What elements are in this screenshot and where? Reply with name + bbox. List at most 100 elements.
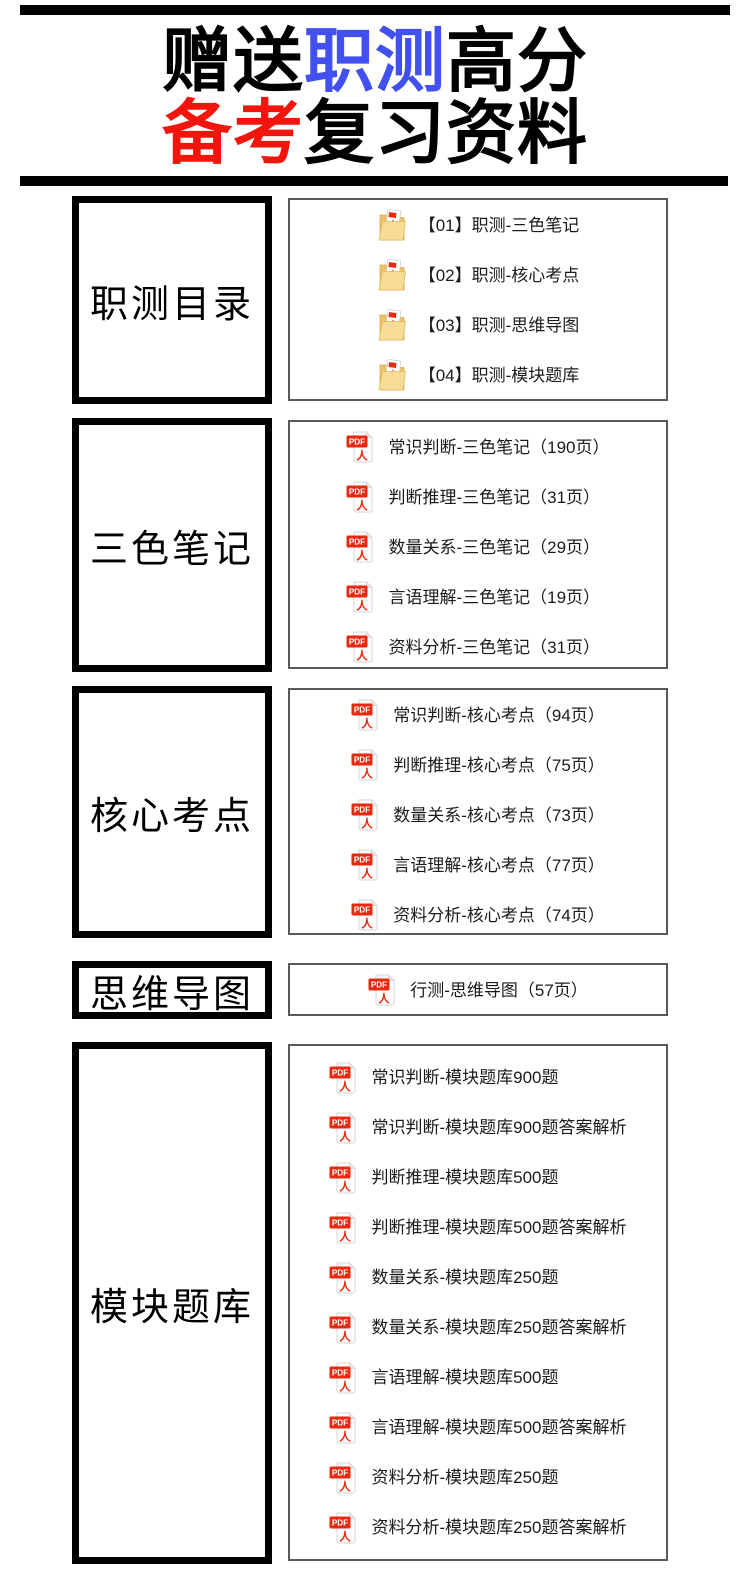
file-name: 言语理解-模块题库500题: [371, 1368, 559, 1387]
svg-text:PDF: PDF: [332, 1218, 348, 1227]
svg-text:PDF: PDF: [332, 1118, 348, 1127]
file-item: PDF 人 常识判断-三色笔记（190页）: [346, 422, 610, 472]
folder-pdf-icon: 人: [377, 207, 407, 243]
title-line-1: 赠送职测高分: [0, 25, 750, 97]
pdf-file-icon: PDF 人: [351, 847, 381, 883]
file-name: 判断推理-核心考点（75页）: [393, 755, 605, 775]
section-label-box-mokuai-tiku: 模块题库: [72, 1042, 272, 1564]
section-label-box-siwei-daotu: 思维导图: [72, 961, 272, 1019]
svg-text:PDF: PDF: [349, 538, 365, 547]
title-divider-bar: [20, 176, 728, 186]
svg-text:PDF: PDF: [332, 1368, 348, 1377]
svg-text:人: 人: [340, 1179, 352, 1193]
section-label-box-sanse-biji: 三色笔记: [72, 418, 272, 672]
file-item: 人【03】职测-思维导图: [377, 300, 580, 350]
section-label: 三色笔记: [89, 528, 254, 571]
section-label: 职测目录: [89, 283, 254, 326]
file-name: 常识判断-模块题库900题: [371, 1068, 559, 1087]
pdf-file-icon: PDF 人: [329, 1360, 359, 1396]
file-name: 言语理解-核心考点（77页）: [393, 855, 605, 875]
file-name: 资料分析-模块题库250题: [371, 1468, 559, 1487]
pdf-file-icon: PDF 人: [329, 1210, 359, 1246]
pdf-file-icon: PDF 人: [351, 747, 381, 783]
svg-text:PDF: PDF: [354, 756, 370, 765]
file-name: 【01】职测-三色笔记: [418, 215, 580, 235]
file-name: 资料分析-模块题库250题答案解析: [371, 1518, 627, 1537]
svg-text:人: 人: [340, 1529, 352, 1543]
section-label-box-hexin-kaodian: 核心考点: [72, 686, 272, 938]
svg-text:人: 人: [357, 599, 369, 613]
svg-text:PDF: PDF: [332, 1318, 348, 1327]
file-name: 常识判断-三色笔记（190页）: [388, 437, 610, 457]
svg-text:人: 人: [340, 1229, 352, 1243]
top-divider-bar: [20, 5, 730, 15]
file-name: 资料分析-核心考点（74页）: [393, 905, 605, 925]
svg-text:人: 人: [340, 1329, 352, 1343]
file-name: 【02】职测-核心考点: [418, 265, 580, 285]
section-zhice-mulu: 职测目录人【01】职测-三色笔记人【02】职测-核心考点人【03】职测-思维导图…: [72, 196, 750, 404]
svg-text:人: 人: [340, 1379, 352, 1393]
pdf-file-icon: PDF 人: [346, 429, 376, 465]
svg-text:人: 人: [357, 499, 369, 513]
svg-text:PDF: PDF: [371, 981, 387, 990]
svg-text:PDF: PDF: [354, 706, 370, 715]
file-item: 人【01】职测-三色笔记: [377, 200, 580, 250]
svg-text:人: 人: [357, 449, 369, 463]
folder-pdf-icon: 人: [377, 257, 407, 293]
svg-text:PDF: PDF: [354, 906, 370, 915]
pdf-file-icon: PDF 人: [329, 1310, 359, 1346]
section-list: 职测目录人【01】职测-三色笔记人【02】职测-核心考点人【03】职测-思维导图…: [0, 196, 750, 1580]
svg-text:人: 人: [361, 867, 373, 881]
file-item: 人【02】职测-核心考点: [377, 250, 580, 300]
svg-text:PDF: PDF: [332, 1068, 348, 1077]
title-segment-black: 高分: [446, 22, 588, 100]
svg-text:PDF: PDF: [349, 488, 365, 497]
file-name: 行测-思维导图（57页）: [410, 980, 588, 1000]
file-panel-zhice-mulu: 人【01】职测-三色笔记人【02】职测-核心考点人【03】职测-思维导图人【04…: [288, 198, 668, 401]
svg-text:PDF: PDF: [354, 856, 370, 865]
title-segment-black: 赠送: [162, 22, 304, 100]
svg-text:PDF: PDF: [332, 1418, 348, 1427]
file-item: PDF 人 常识判断-模块题库900题: [329, 1053, 626, 1103]
file-name: 【03】职测-思维导图: [418, 315, 580, 335]
svg-text:人: 人: [340, 1479, 352, 1493]
svg-text:PDF: PDF: [332, 1518, 348, 1527]
svg-text:人: 人: [340, 1429, 352, 1443]
file-name: 判断推理-模块题库500题答案解析: [371, 1218, 627, 1237]
file-item: PDF 人 资料分析-核心考点（74页）: [351, 890, 605, 940]
svg-text:PDF: PDF: [332, 1268, 348, 1277]
page-title: 赠送职测高分 备考复习资料: [0, 25, 750, 169]
file-item: PDF 人 资料分析-模块题库250题答案解析: [329, 1503, 627, 1553]
svg-text:人: 人: [340, 1079, 352, 1093]
section-label: 核心考点: [89, 795, 254, 838]
svg-text:PDF: PDF: [349, 438, 365, 447]
file-name: 【04】职测-模块题库: [418, 365, 580, 385]
file-name: 数量关系-三色笔记（29页）: [388, 537, 601, 557]
folder-pdf-icon: 人: [377, 307, 407, 343]
file-name: 资料分析-三色笔记（31页）: [388, 637, 601, 657]
file-list: 人【01】职测-三色笔记人【02】职测-核心考点人【03】职测-思维导图人【04…: [377, 200, 580, 400]
svg-text:人: 人: [361, 767, 373, 781]
svg-text:人: 人: [361, 917, 373, 931]
